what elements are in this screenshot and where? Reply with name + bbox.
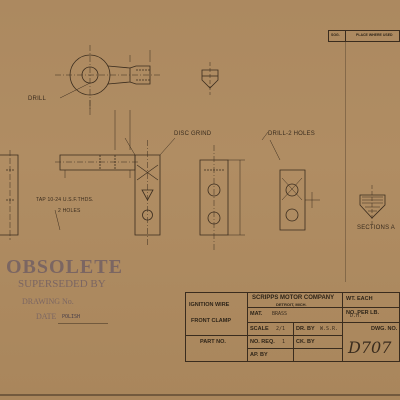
dr-by-label: DR. BY xyxy=(296,326,315,332)
front-view xyxy=(124,137,176,245)
no-req-label: NO. REQ. xyxy=(250,339,275,345)
center-view xyxy=(199,145,245,250)
dwg-number: D707 xyxy=(348,338,392,357)
top-view-terminal xyxy=(55,45,160,110)
label-drill: DRILL xyxy=(28,96,47,102)
left-partial-view xyxy=(0,150,19,240)
initials-value: D.H. xyxy=(350,313,363,319)
superseded-by-text: SUPERSEDED BY xyxy=(18,278,106,290)
no-per-lb-label: NO. PER LB. xyxy=(346,310,380,316)
label-sections: SECTIONS A xyxy=(357,225,396,231)
scale-value: 2/1 xyxy=(276,326,286,332)
part-name-line1: IGNITION WIRE xyxy=(189,302,230,308)
label-two-holes: 2 HOLES xyxy=(58,208,81,214)
wt-each-label: WT. EACH xyxy=(346,296,373,302)
right-view xyxy=(261,131,320,231)
ap-by-label: AP. BY xyxy=(250,352,268,358)
date-value: POLISH xyxy=(62,314,81,320)
label-tap: TAP 10-24 U.S.F.THDS. xyxy=(36,197,94,203)
company-city: DETROIT, MICH. xyxy=(276,302,307,307)
part-name-line2: FRONT CLAMP xyxy=(191,318,232,324)
dwg-no-label: DWG. NO. xyxy=(371,326,398,332)
revision-col-sog: SOG. xyxy=(331,33,340,37)
ck-by-label: CK. BY xyxy=(296,339,315,345)
scale-label: SCALE xyxy=(250,326,269,332)
revision-col-place: PLACE WHERE USED xyxy=(356,33,393,37)
obsolete-stamp: OBSOLETE xyxy=(6,256,123,278)
dr-by-value: W.S.R. xyxy=(320,326,339,332)
mat-value: BRASS xyxy=(272,311,288,317)
label-disc-grind: DISC GRIND xyxy=(174,131,212,137)
no-req-value: 1 xyxy=(282,339,286,345)
side-view xyxy=(55,110,140,178)
company-name: SCRIPPS MOTOR COMPANY xyxy=(252,295,335,301)
end-view-small xyxy=(201,62,219,95)
label-drill-2-holes: DRILL-2 HOLES xyxy=(268,131,315,137)
section-view xyxy=(359,185,386,228)
drawing-no-field: DRAWING No. xyxy=(22,297,74,306)
date-field: DATE xyxy=(36,312,57,321)
part-no-label: PART NO. xyxy=(200,339,226,345)
mat-label: MAT. xyxy=(250,311,263,317)
